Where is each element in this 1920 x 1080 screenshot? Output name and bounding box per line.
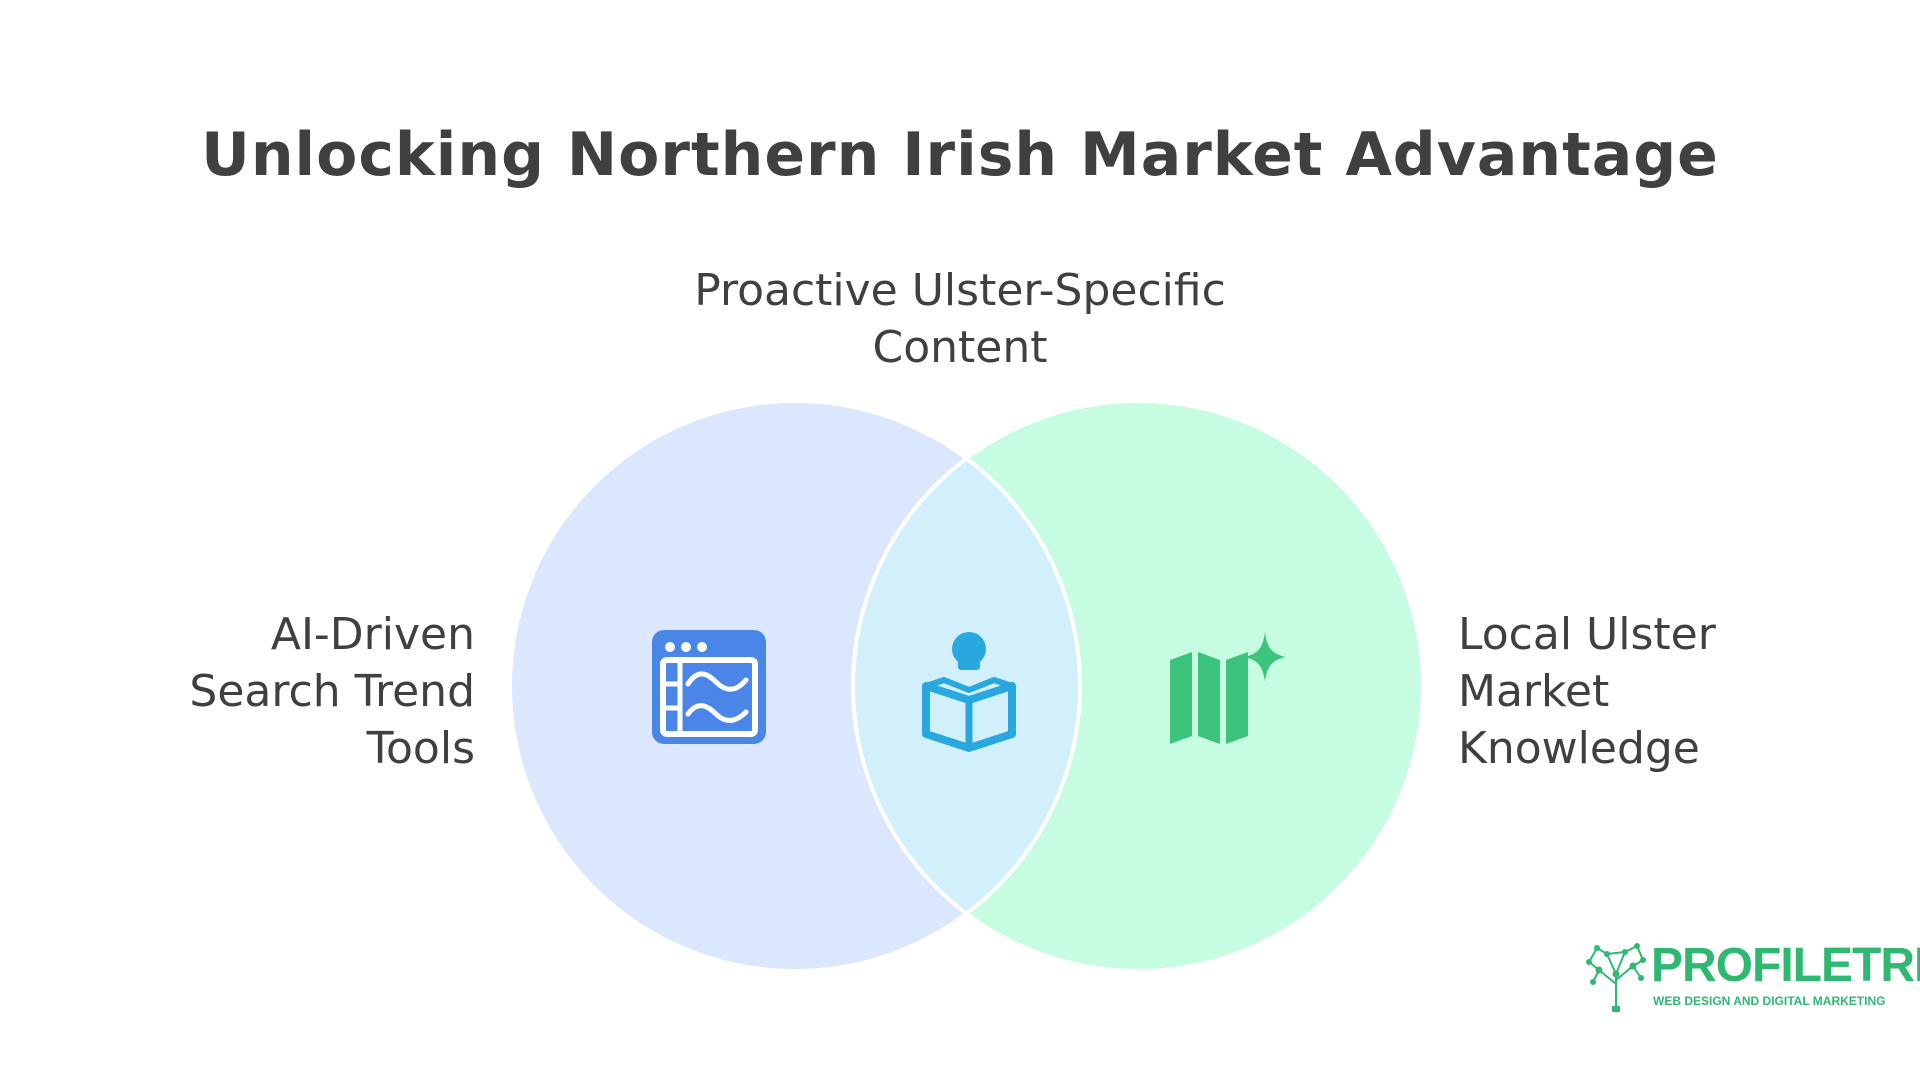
- label-right-line-1: Local Ulster: [1458, 609, 1716, 660]
- diagram-title: Unlocking Northern Irish Market Advantag…: [201, 120, 1719, 190]
- person-reading-book-icon: [922, 632, 1016, 752]
- browser-chart-icon: [652, 630, 766, 744]
- label-right-line-3: Knowledge: [1458, 723, 1700, 774]
- label-right-line-2: Market: [1458, 666, 1610, 717]
- left-circle-outline: [508, 399, 1082, 973]
- label-top-line-2: Content: [872, 322, 1048, 373]
- label-local-market-knowledge: Local Ulster Market Knowledge: [1458, 606, 1878, 777]
- label-proactive-content: Proactive Ulster-Specific Content: [560, 262, 1360, 376]
- label-ai-search-tools: AI-Driven Search Trend Tools: [80, 606, 475, 777]
- map-sparkle-icon: [1170, 632, 1286, 744]
- right-circle-outline: [851, 399, 1425, 973]
- overlap-region: [853, 401, 1080, 971]
- label-left-line-1: AI-Driven: [270, 609, 475, 660]
- tree-network-icon: [1586, 943, 1646, 1012]
- label-top-line-1: Proactive Ulster-Specific: [694, 265, 1226, 316]
- label-left-line-2: Search Trend: [189, 666, 475, 717]
- logo-tagline: WEB DESIGN AND DIGITAL MARKETING: [1653, 994, 1886, 1008]
- label-left-line-3: Tools: [366, 723, 475, 774]
- logo-wordmark: PROFILETREE: [1651, 939, 1920, 992]
- profiletree-logo: PROFILETREE WEB DESIGN AND DIGITAL MARKE…: [1585, 940, 1920, 1012]
